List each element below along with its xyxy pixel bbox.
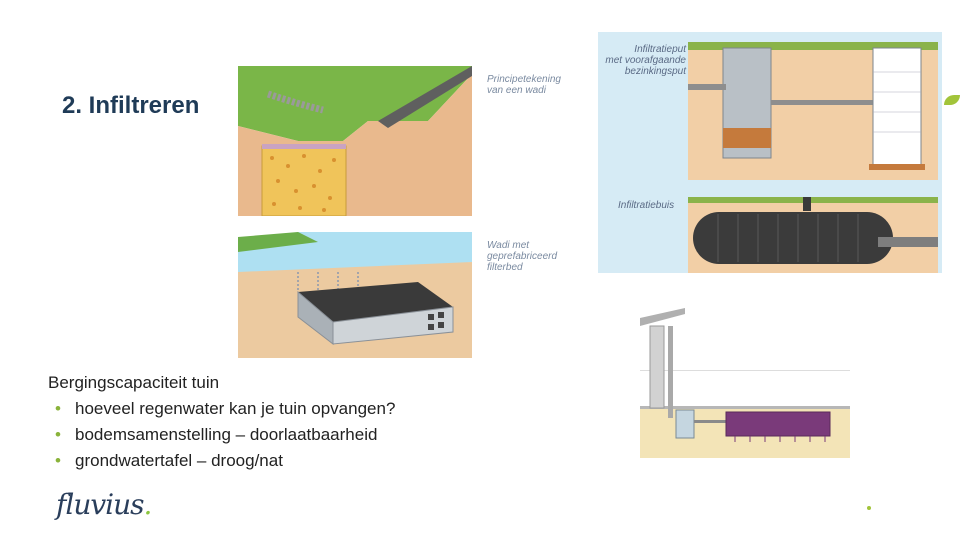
bullet-list: hoeveel regenwater kan je tuin opvangen?… bbox=[48, 396, 518, 474]
dot-accent-icon bbox=[867, 506, 871, 510]
caption-infiltratieput: Infiltratieput met voorafgaande bezinkin… bbox=[605, 44, 686, 77]
caption-wadi-filterbed: Wadi met geprefabriceerd filterbed bbox=[487, 240, 558, 273]
downspout-infiltration-illustration bbox=[640, 308, 850, 458]
slide-title: 2. Infiltreren bbox=[62, 92, 200, 119]
bullet-item: hoeveel regenwater kan je tuin opvangen? bbox=[48, 396, 518, 422]
bullet-item: grondwatertafel – droog/nat bbox=[48, 448, 518, 474]
fluvius-logo: fluvius. bbox=[56, 488, 153, 521]
caption-infiltratiebuis: Infiltratiebuis bbox=[618, 200, 675, 211]
bullet-item: bodemsamenstelling – doorlaatbaarheid bbox=[48, 422, 518, 448]
body-heading: Bergingscapaciteit tuin bbox=[48, 373, 220, 392]
caption-wadi-principle: Principetekening van een wadi bbox=[487, 74, 561, 96]
logo-dot: . bbox=[143, 488, 153, 521]
wadi-filterbed-illustration bbox=[238, 232, 472, 358]
infiltration-panel bbox=[598, 32, 942, 273]
logo-text: fluvius bbox=[56, 488, 145, 521]
leaf-accent-icon bbox=[944, 95, 960, 105]
wadi-principle-illustration bbox=[238, 66, 472, 217]
body-text: Bergingscapaciteit tuin hoeveel regenwat… bbox=[48, 370, 518, 474]
